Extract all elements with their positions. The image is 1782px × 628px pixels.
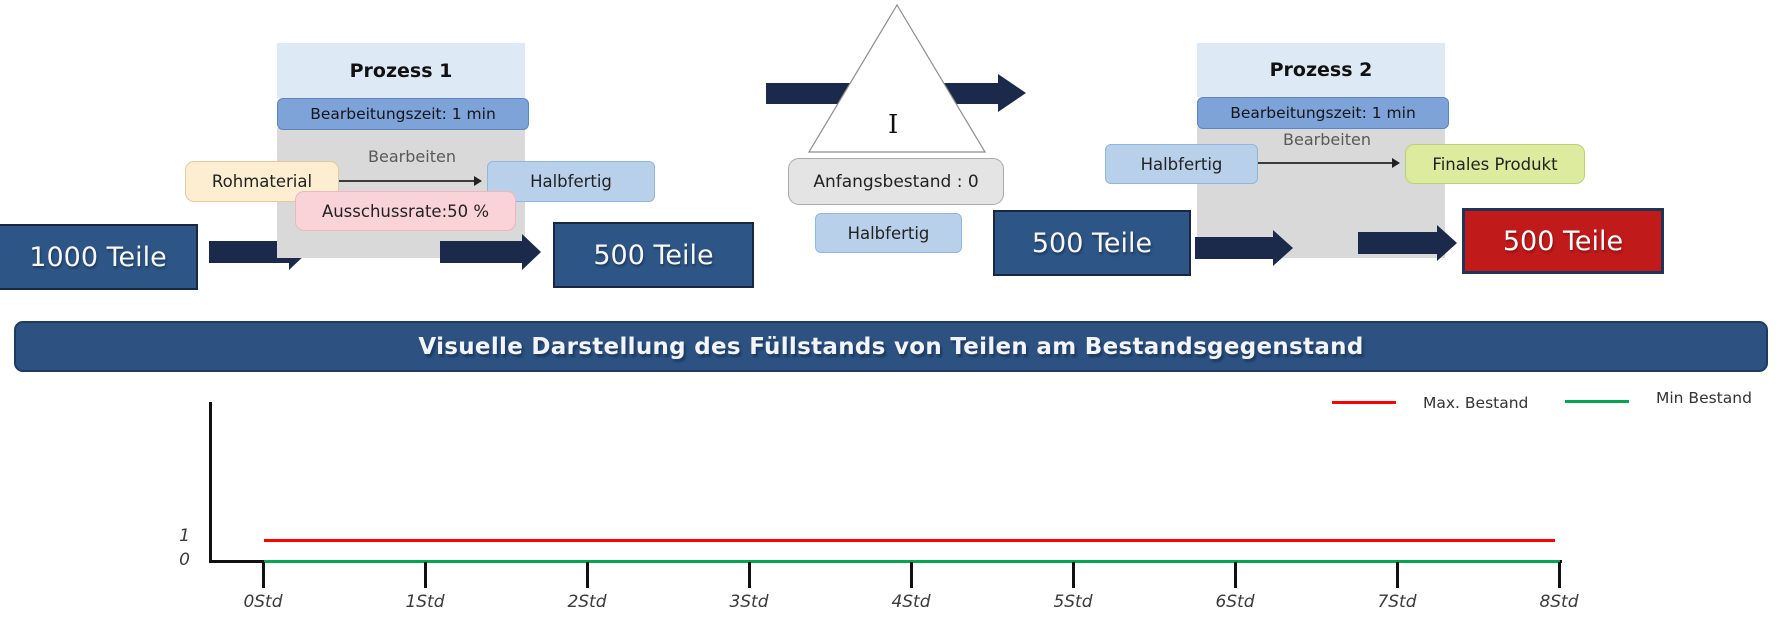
- x-tick: [586, 562, 589, 588]
- process1-title: Prozess 1: [349, 59, 453, 82]
- y-axis: [209, 402, 212, 563]
- legend-max-line-icon: [1332, 401, 1396, 404]
- legend-min-line-icon: [1565, 400, 1629, 403]
- process2-header: Prozess 2: [1197, 43, 1445, 97]
- process2-edge: [1258, 162, 1395, 164]
- min-bestand-line: [264, 560, 1560, 563]
- x-tick-label: 2Std: [567, 592, 607, 612]
- intermediate-parts-label-1: 500 Teile: [593, 239, 714, 271]
- x-tick: [1072, 562, 1075, 588]
- intermediate-parts-box-1: 500 Teile: [553, 222, 754, 288]
- process2-time-badge: Bearbeitungszeit: 1 min: [1197, 97, 1449, 129]
- intermediate-parts-box-2: 500 Teile: [993, 210, 1191, 276]
- intermediate-parts-label-2: 500 Teile: [1031, 227, 1153, 259]
- process2-time-label: Bearbeitungszeit: 1 min: [1230, 104, 1416, 122]
- process1-edge: [339, 180, 477, 182]
- process1-output-label: Halbfertig: [530, 172, 612, 191]
- x-tick-label: 5Std: [1053, 592, 1093, 612]
- process1-scrap-label: Ausschussrate:50 %: [321, 201, 490, 221]
- x-tick: [910, 562, 913, 588]
- x-tick-label: 4Std: [891, 592, 931, 612]
- y-tick-label-1: 1: [179, 526, 190, 546]
- process1-action-label: Bearbeiten: [368, 147, 456, 166]
- initial-stock-badge: Anfangsbestand : 0: [788, 158, 1004, 205]
- process2-output-node: Finales Produkt: [1405, 144, 1585, 184]
- inventory-item-label: Halbfertig: [847, 223, 930, 243]
- y-tick-label-0: 0: [179, 550, 190, 570]
- process2-output-label: Finales Produkt: [1432, 154, 1558, 174]
- process2-edge-arrowhead-icon: [1392, 158, 1405, 168]
- process2-input-node: Halbfertig: [1105, 144, 1258, 184]
- process1-input-node: Rohmaterial: [185, 161, 339, 202]
- x-tick-label: 7Std: [1377, 592, 1417, 612]
- process2-action-label: Bearbeiten: [1283, 130, 1371, 149]
- x-tick-label: 1Std: [405, 592, 445, 612]
- process1-edge-arrowhead-icon: [474, 176, 487, 186]
- x-tick-label: 3Std: [729, 592, 769, 612]
- inventory-symbol: I: [888, 110, 899, 140]
- x-tick: [1234, 562, 1237, 588]
- x-tick: [262, 562, 265, 588]
- x-tick: [748, 562, 751, 588]
- x-tick: [1396, 562, 1399, 588]
- legend-max-label: Max. Bestand: [1423, 394, 1529, 412]
- legend-min-label: Min Bestand: [1656, 389, 1752, 407]
- input-parts-box: 1000 Teile: [0, 224, 198, 290]
- process2-input-label: Halbfertig: [1140, 154, 1223, 174]
- process1-time-badge: Bearbeitungszeit: 1 min: [277, 98, 529, 130]
- x-tick-label: 6Std: [1215, 592, 1255, 612]
- inventory-item-badge: Halbfertig: [815, 213, 962, 253]
- chart-title: Visuelle Darstellung des Füllstands von …: [418, 333, 1364, 360]
- x-tick-label: 0Std: [243, 592, 283, 612]
- process2-title: Prozess 2: [1269, 59, 1373, 81]
- x-tick-label: 8Std: [1539, 592, 1579, 612]
- max-bestand-line: [264, 539, 1555, 542]
- final-parts-box: 500 Teile: [1462, 208, 1664, 274]
- process1-header: Prozess 1: [277, 43, 525, 98]
- chart-title-banner: Visuelle Darstellung des Füllstands von …: [14, 321, 1768, 372]
- process1-scrap-badge: Ausschussrate:50 %: [295, 191, 516, 231]
- initial-stock-label: Anfangsbestand : 0: [813, 171, 979, 192]
- process1-time-label: Bearbeitungszeit: 1 min: [310, 105, 496, 123]
- final-parts-label: 500 Teile: [1502, 225, 1624, 257]
- inventory-triangle-icon: [807, 3, 987, 153]
- process1-input-label: Rohmaterial: [211, 172, 313, 191]
- x-tick: [1558, 562, 1561, 588]
- input-parts-label: 1000 Teile: [29, 241, 167, 273]
- x-tick: [424, 562, 427, 588]
